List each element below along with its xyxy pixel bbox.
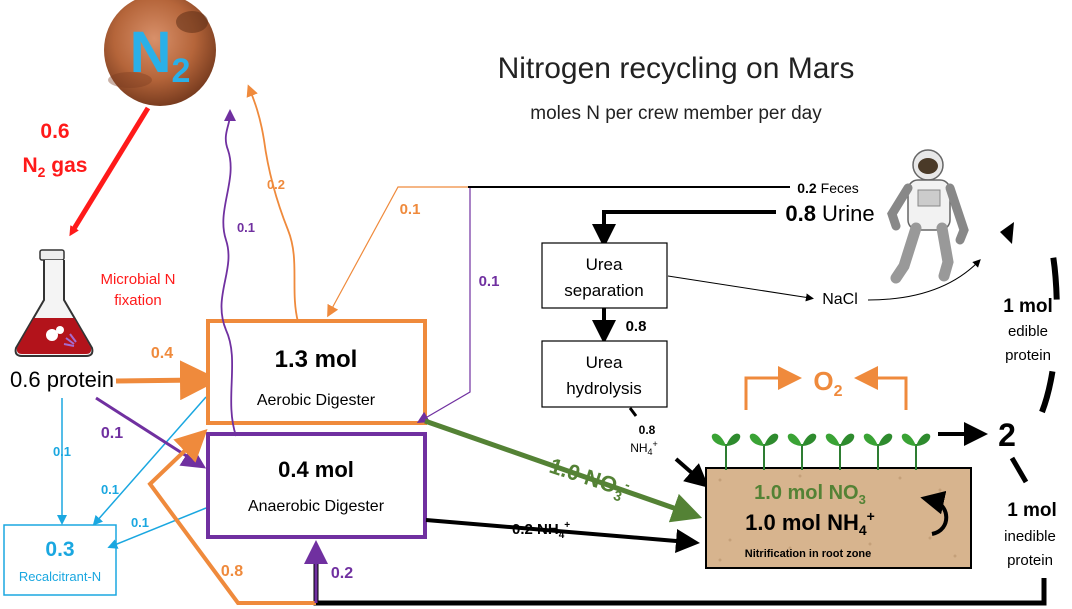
anaerobic-amount: 0.4 mol <box>278 457 354 482</box>
anaerobic-label: Anaerobic Digester <box>248 498 385 515</box>
anaerobic-digester-box <box>206 432 427 539</box>
fixation-label-2: fixation <box>114 292 162 309</box>
edible-protein-curve <box>998 224 1060 414</box>
urea-hydrolysis-line2: hydrolysis <box>566 379 642 398</box>
edible-line1: edible <box>1008 323 1048 340</box>
inedible-dash <box>1009 456 1029 484</box>
nitrification-cycle-arrow <box>920 490 949 536</box>
urea-hydrolysis-box <box>541 340 668 408</box>
recalcitrant-value: 0.3 <box>45 538 74 561</box>
anaerobic-gas-loss-arrow <box>220 109 237 437</box>
astronaut-icon <box>887 149 969 284</box>
urea-hydrolysis-line1: Urea <box>586 353 623 372</box>
edible-arrowhead <box>1000 222 1014 244</box>
protein-anaerobic-flow-value: 0.1 <box>101 425 123 442</box>
n2-gas-value: 0.6 <box>40 120 69 143</box>
nh4-flow-label: 0.2 NH4+ <box>512 520 570 541</box>
hydrolysis-out-dash <box>628 407 638 417</box>
root-zone-box <box>705 467 972 569</box>
hydrolysis-out-value: 0.8 <box>639 423 656 437</box>
aerobic-gas-loss-value: 0.2 <box>267 177 285 192</box>
aerobic-recalcitrant-flow-value: 0.1 <box>101 482 119 497</box>
no3-flow-label: 1.0 NO3- <box>545 452 633 506</box>
flask-icon <box>14 249 94 357</box>
edible-line2: protein <box>1005 347 1051 364</box>
protein-to-aerobic-arrow <box>115 360 220 401</box>
diagram-subtitle: moles N per crew member per day <box>530 103 822 124</box>
n2-gas-label: N2 gas <box>23 154 88 180</box>
no3-flow-arrow <box>424 418 703 523</box>
protein-aerobic-flow-value: 0.4 <box>151 345 173 362</box>
soil-caption: Nitrification in root zone <box>745 548 872 560</box>
nh4-flow-arrow <box>425 518 700 553</box>
bottom-anaerobic-flow-value: 0.2 <box>331 565 353 582</box>
urea-separation-line1: Urea <box>586 255 623 274</box>
diagram-title: Nitrogen recycling on Mars <box>498 52 855 85</box>
inedible-line2: protein <box>1007 552 1053 569</box>
aerobic-to-recalcitrant-arrow <box>92 396 207 526</box>
anaerobic-recalcitrant-flow-value: 0.1 <box>131 515 149 530</box>
total-protein-value: 2 <box>998 417 1016 453</box>
edible-amount: 1 mol <box>1003 296 1053 317</box>
separation-to-nacl-arrow <box>667 275 814 302</box>
hydrolysis-out-label: NH4+ <box>630 439 658 457</box>
recalcitrant-label: Recalcitrant-N <box>19 569 101 584</box>
aerobic-gas-loss-arrow <box>246 84 299 323</box>
n2-fixation-arrow <box>69 106 151 237</box>
mars-planet-icon: N2 <box>104 0 216 106</box>
o2-right-arrow <box>854 366 908 410</box>
recalcitrant-box <box>3 524 117 596</box>
protein-label: 0.6 protein <box>10 367 114 392</box>
o2-label: O2 <box>813 366 842 400</box>
anaerobic-to-recalcitrant-arrow <box>107 507 207 549</box>
bottom-to-aerobic-arrow <box>147 428 316 605</box>
soil-no3-label: 1.0 mol NO3 <box>754 482 866 507</box>
soil-nh4-label: 1.0 mol NH4+ <box>745 508 875 538</box>
fixation-label-1: Microbial N <box>100 271 175 288</box>
aerobic-label: Aerobic Digester <box>257 392 376 409</box>
anaerobic-gas-loss-value: 0.1 <box>237 220 255 235</box>
aerobic-amount: 1.3 mol <box>275 346 358 373</box>
soil-texture <box>718 474 957 562</box>
inedible-line1: inedible <box>1004 528 1056 545</box>
urine-to-separation-arrow <box>592 210 776 248</box>
urea-separation-line2: separation <box>564 281 643 300</box>
hydrolysis-to-soil-arrow <box>674 457 710 488</box>
nacl-label: NaCl <box>822 291 858 308</box>
planet-n2-label: N2 <box>130 20 191 90</box>
o2-left-arrow <box>744 366 802 410</box>
protein-recalcitrant-flow-value: 0.1 <box>53 444 71 459</box>
separation-hydrolysis-flow-value: 0.8 <box>626 318 647 335</box>
inedible-amount: 1 mol <box>1007 500 1057 521</box>
feces-to-anaerobic-arrow <box>416 187 471 424</box>
feces-aerobic-flow-value: 0.1 <box>400 201 421 218</box>
aerobic-digester-box <box>206 319 427 425</box>
nacl-to-astronaut-arrow <box>867 259 981 301</box>
bottom-aerobic-flow-value: 0.8 <box>221 563 243 580</box>
plants-icon <box>711 433 931 470</box>
feces-anaerobic-flow-value: 0.1 <box>479 273 500 290</box>
